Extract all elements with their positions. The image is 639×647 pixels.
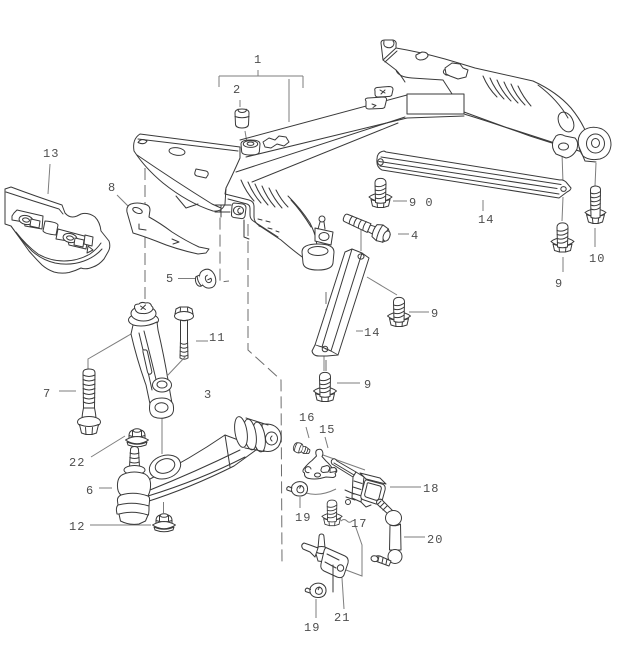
svg-text:20: 20 — [427, 533, 443, 547]
svg-text:14: 14 — [478, 213, 494, 227]
svg-text:13: 13 — [43, 147, 59, 161]
svg-text:19: 19 — [304, 621, 320, 635]
svg-text:7: 7 — [43, 387, 51, 401]
svg-text:2: 2 — [233, 83, 241, 97]
svg-text:18: 18 — [423, 482, 439, 496]
svg-text:17: 17 — [351, 517, 367, 531]
svg-text:9: 9 — [555, 277, 563, 291]
svg-text:5: 5 — [166, 272, 174, 286]
svg-text:8: 8 — [108, 181, 116, 195]
svg-text:1: 1 — [254, 53, 262, 67]
svg-text:22: 22 — [69, 456, 85, 470]
svg-text:9: 9 — [364, 378, 372, 392]
svg-text:16: 16 — [299, 411, 315, 425]
svg-text:6: 6 — [86, 484, 94, 498]
svg-text:14: 14 — [364, 326, 380, 340]
svg-text:4: 4 — [411, 229, 419, 243]
svg-text:3: 3 — [204, 388, 212, 402]
svg-text:21: 21 — [334, 611, 350, 625]
svg-text:19: 19 — [295, 511, 311, 525]
svg-text:9 0: 9 0 — [409, 196, 434, 210]
svg-text:11: 11 — [209, 331, 225, 345]
svg-text:15: 15 — [319, 423, 335, 437]
svg-text:10: 10 — [589, 252, 605, 266]
svg-text:9: 9 — [431, 307, 439, 321]
svg-text:12: 12 — [69, 520, 85, 534]
